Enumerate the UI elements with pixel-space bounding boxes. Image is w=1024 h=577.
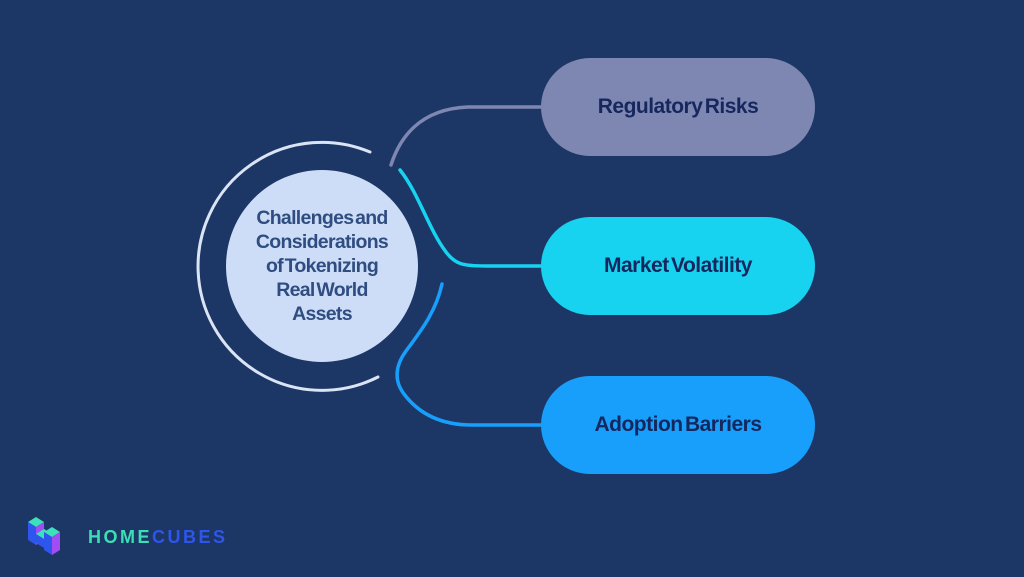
node-market-volatility: Market Volatility bbox=[541, 217, 815, 315]
homecubes-isometric-cubes-icon bbox=[28, 517, 60, 555]
homecubes-logo: HOMECUBES bbox=[22, 510, 228, 564]
central-topic-line: Real World bbox=[276, 279, 368, 301]
homecubes-wordmark: HOMECUBES bbox=[88, 527, 228, 548]
connector-regulatory-risks bbox=[389, 105, 562, 167]
central-topic-text: Challenges and Considerations of Tokeniz… bbox=[255, 206, 389, 326]
node-adoption-barriers-label: Adoption Barriers bbox=[594, 413, 762, 436]
brand-word-cubes: CUBES bbox=[152, 526, 228, 547]
node-market-volatility-label: Market Volatility bbox=[604, 254, 753, 277]
central-topic-line: of Tokenizing bbox=[265, 255, 379, 277]
node-regulatory-risks: Regulatory Risks bbox=[541, 58, 815, 156]
central-topic-node: Challenges and Considerations of Tokeniz… bbox=[226, 170, 418, 362]
brand-word-home: HOME bbox=[88, 526, 152, 547]
central-topic-line: Assets bbox=[292, 303, 352, 325]
central-topic-line: Challenges and bbox=[256, 207, 388, 229]
connector-market-volatility bbox=[398, 168, 562, 268]
center-ring-arc bbox=[196, 140, 380, 392]
central-topic-line: Considerations bbox=[255, 231, 389, 253]
connector-adoption-barriers bbox=[395, 282, 562, 427]
node-regulatory-risks-label: Regulatory Risks bbox=[597, 95, 759, 118]
node-adoption-barriers: Adoption Barriers bbox=[541, 376, 815, 474]
